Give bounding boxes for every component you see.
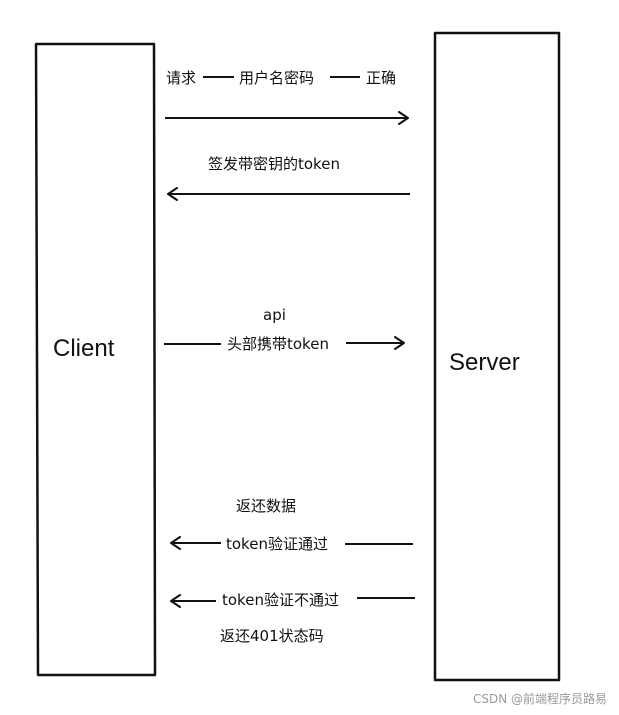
token-issue-message: 签发带密钥的token (167, 155, 410, 201)
client-box: Client (34, 42, 157, 677)
client-label: Client (53, 335, 115, 362)
login-request-label-1: 请求 (166, 69, 196, 87)
api-request-message: api 头部携带token (164, 306, 405, 353)
token-valid-label: token验证通过 (226, 535, 328, 553)
login-request-message: 请求 用户名密码 正确 (165, 69, 409, 125)
watermark: CSDN @前端程序员路易 (472, 692, 607, 706)
login-request-label-3: 正确 (366, 69, 396, 87)
token-invalid-label: token验证不通过 (222, 591, 339, 609)
token-valid-message: 返还数据 token验证通过 (170, 497, 413, 553)
server-box: Server (433, 31, 561, 682)
api-label: api (263, 306, 286, 324)
token-invalid-message: token验证不通过 返还401状态码 (170, 591, 415, 645)
return-401-label: 返还401状态码 (220, 627, 324, 645)
api-header-label: 头部携带token (227, 335, 329, 353)
return-data-label: 返还数据 (236, 497, 296, 515)
login-request-label-2: 用户名密码 (239, 69, 314, 87)
server-label: Server (449, 349, 520, 376)
token-issue-label: 签发带密钥的token (208, 155, 340, 173)
